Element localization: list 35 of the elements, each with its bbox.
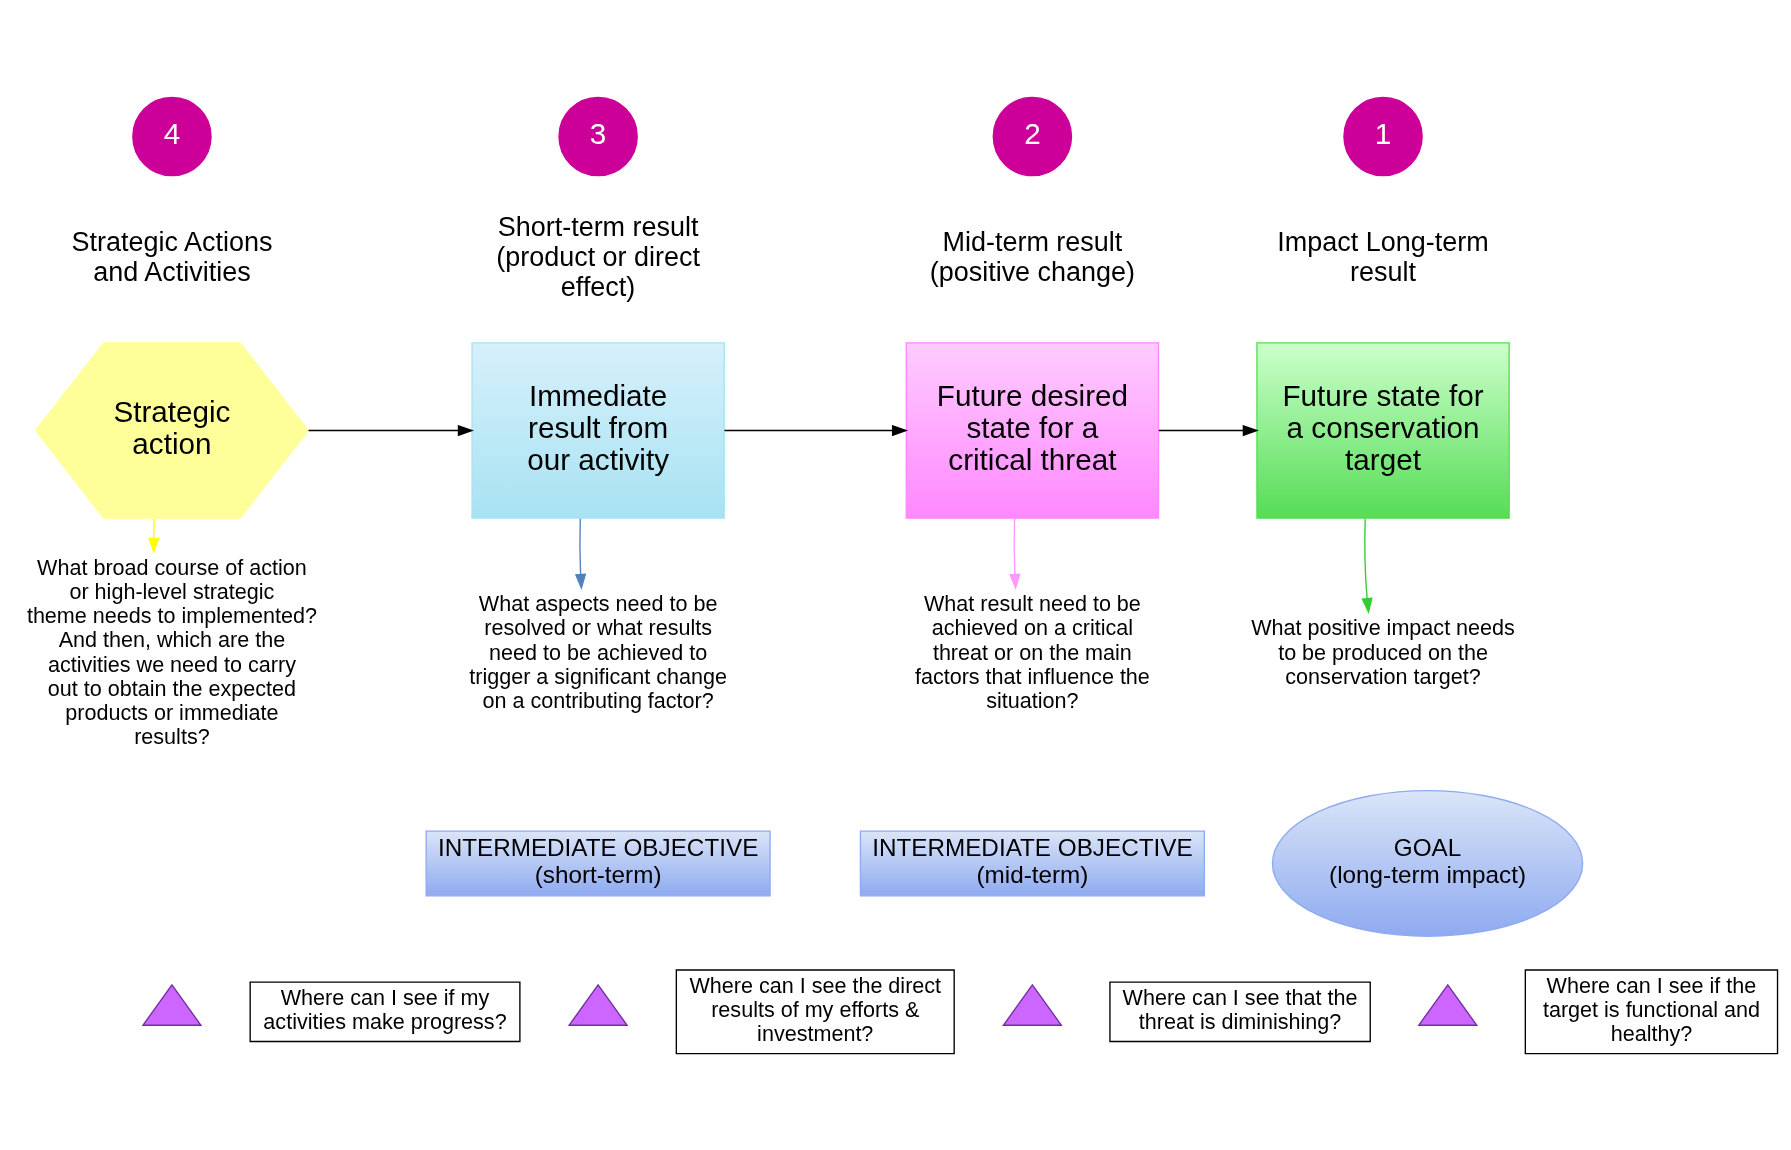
node-box: Where can I see that the threat is diminishing? <box>1109 980 1371 1042</box>
node-box: Where can I see if my activities make progress? <box>249 980 521 1042</box>
label: Strategic Actions and Activities <box>71 226 273 287</box>
arrow <box>1009 517 1021 590</box>
arrow <box>307 424 474 436</box>
node-text: What aspects need to be resolved or what results need to be achieved to trigger a significant change on a contributing factor? <box>469 590 727 713</box>
node-box: Future desired state for a critical threat <box>905 341 1160 519</box>
arrow <box>574 517 587 590</box>
node-ellipse: GOAL (long-term impact) <box>1271 789 1584 937</box>
arrow <box>1158 424 1259 436</box>
node-circle: 1 <box>1343 96 1423 176</box>
node-box: Where can I see the direct results of my efforts & investment? <box>675 968 955 1054</box>
node-triangle <box>567 983 629 1026</box>
arrow <box>148 517 160 554</box>
node-circle: 3 <box>558 96 638 176</box>
node-box: INTERMEDIATE OBJECTIVE (mid-term) <box>859 829 1206 896</box>
node-text: What result need to be achieved on a critical threat or on the main factors that influence the situation? <box>914 590 1150 713</box>
label: (positive change) <box>929 256 1136 287</box>
node-triangle <box>141 983 203 1026</box>
node-box: Future state for a conservation target <box>1256 341 1510 519</box>
arrow <box>1361 517 1373 614</box>
node-box: Where can I see if the target is functional and healthy? <box>1524 968 1779 1054</box>
label: Short-term result <box>497 211 699 242</box>
label: Impact Long-term result <box>1277 226 1489 287</box>
label: (product or direct effect) <box>496 241 701 302</box>
arrow <box>723 424 909 436</box>
node-text: What positive impact needs to be produced on the conservation target? <box>1251 614 1515 689</box>
node-triangle <box>1417 983 1479 1026</box>
node-circle: 2 <box>992 96 1073 176</box>
node-box: Immediate result from our activity <box>471 341 725 519</box>
node-triangle <box>1002 983 1063 1026</box>
node-circle: 4 <box>132 96 212 176</box>
node-box: INTERMEDIATE OBJECTIVE (short-term) <box>425 829 771 896</box>
label: Mid-term result <box>942 226 1123 257</box>
node-text: What broad course of action or high-level strategic theme needs to implemented? And then, which are the activities we need to carry out to obtain the expected products or immediate results? <box>26 554 317 749</box>
